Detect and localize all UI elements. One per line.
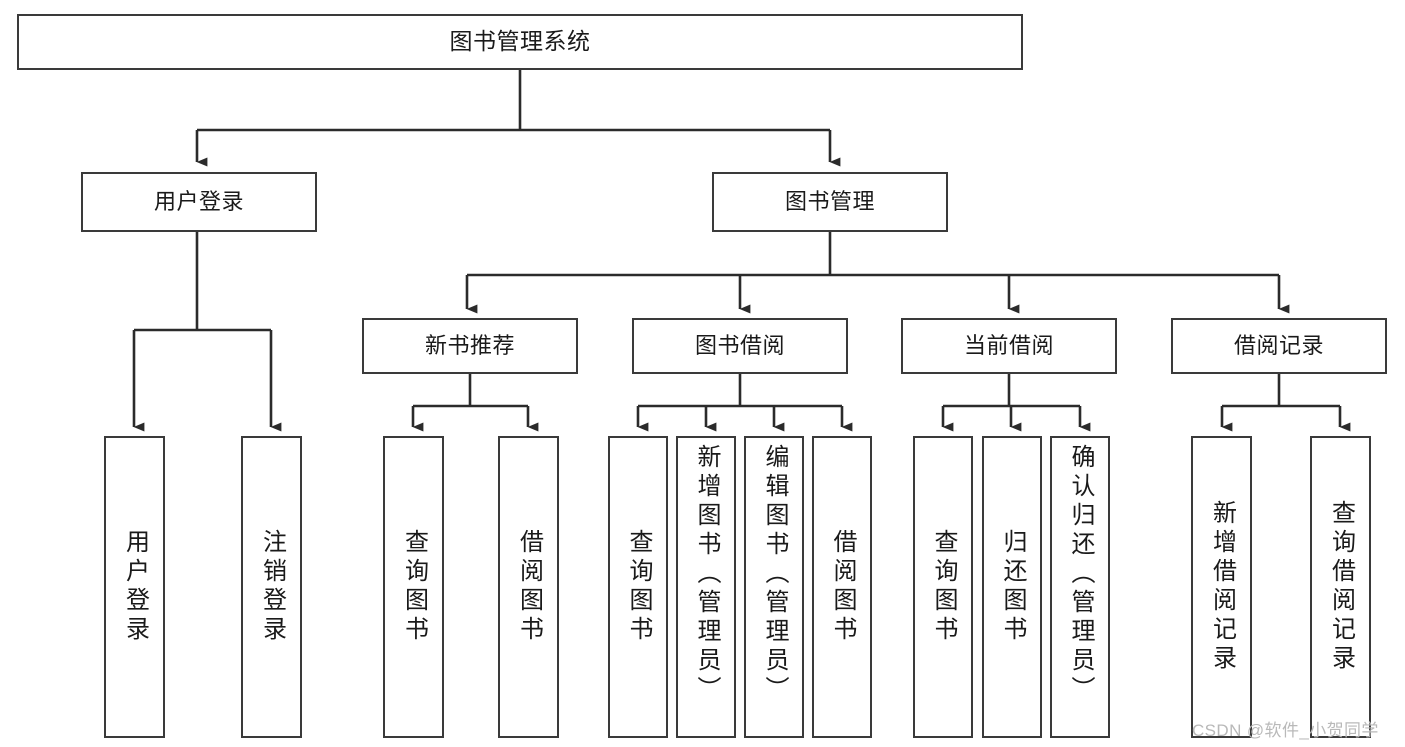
node-leaf-logout-login-label: 注销登录 [258,529,286,645]
node-current-borrow-label: 当前借阅 [963,333,1054,359]
node-leaf-user-login[interactable]: 用户登录 [104,436,165,738]
node-leaf-return-book[interactable]: 归还图书 [982,436,1042,738]
node-leaf-add-book[interactable]: 新增图书（管理员） [676,436,736,738]
node-leaf-confirm-return[interactable]: 确认归还（管理员） [1050,436,1110,738]
node-leaf-query-book-2-label: 查询图书 [625,529,652,645]
node-root-system-label: 图书管理系统 [449,28,591,55]
node-leaf-query-record[interactable]: 查询借阅记录 [1310,436,1371,738]
node-leaf-query-book-2[interactable]: 查询图书 [608,436,668,738]
node-leaf-edit-book[interactable]: 编辑图书（管理员） [744,436,804,738]
node-user-login[interactable]: 用户登录 [81,172,317,232]
node-leaf-confirm-return-label: 确认归还（管理员） [1067,444,1094,705]
node-leaf-add-record[interactable]: 新增借阅记录 [1191,436,1252,738]
node-user-login-label: 用户登录 [153,189,244,215]
node-book-manage[interactable]: 图书管理 [712,172,948,232]
node-leaf-query-record-label: 查询借阅记录 [1327,500,1355,674]
node-root-system[interactable]: 图书管理系统 [17,14,1023,70]
node-borrow-record[interactable]: 借阅记录 [1171,318,1387,374]
node-leaf-edit-book-label: 编辑图书（管理员） [761,444,788,705]
node-leaf-query-book-1[interactable]: 查询图书 [383,436,444,738]
node-leaf-query-book-1-label: 查询图书 [400,529,428,645]
node-new-book-recommend[interactable]: 新书推荐 [362,318,578,374]
node-leaf-user-login-label: 用户登录 [121,529,149,645]
node-current-borrow[interactable]: 当前借阅 [901,318,1117,374]
node-leaf-borrow-book-2[interactable]: 借阅图书 [812,436,872,738]
node-leaf-add-book-label: 新增图书（管理员） [693,444,720,705]
node-leaf-borrow-book-1[interactable]: 借阅图书 [498,436,559,738]
node-leaf-borrow-book-2-label: 借阅图书 [829,529,856,645]
node-leaf-return-book-label: 归还图书 [999,529,1026,645]
node-new-book-recommend-label: 新书推荐 [424,333,515,359]
node-book-borrow[interactable]: 图书借阅 [632,318,848,374]
node-leaf-borrow-book-1-label: 借阅图书 [515,529,543,645]
node-book-manage-label: 图书管理 [784,189,875,215]
node-book-borrow-label: 图书借阅 [694,333,785,359]
node-leaf-logout-login[interactable]: 注销登录 [241,436,302,738]
node-leaf-query-book-3-label: 查询图书 [930,529,957,645]
node-borrow-record-label: 借阅记录 [1233,333,1324,359]
node-leaf-query-book-3[interactable]: 查询图书 [913,436,973,738]
node-leaf-add-record-label: 新增借阅记录 [1208,500,1236,674]
